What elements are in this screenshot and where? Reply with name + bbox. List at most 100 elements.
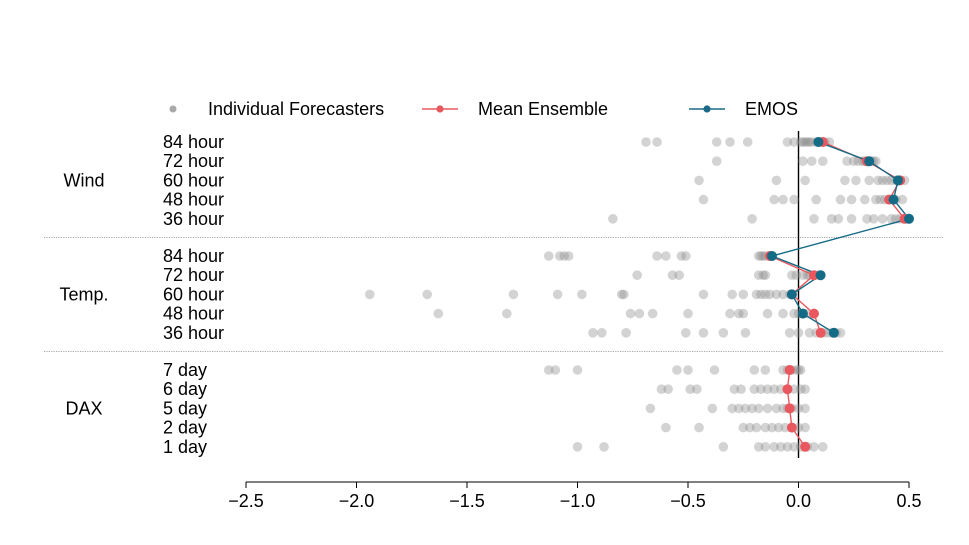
individual-forecast-point [632,270,642,281]
individual-forecast-point [711,156,722,166]
x-axis-tick-label: −2.0 [339,491,375,511]
row-label: 84 hour [163,132,224,152]
individual-forecast-point [422,289,433,300]
individual-forecast-point [661,422,671,433]
x-axis-tick-label: −1.0 [560,491,596,511]
individual-forecast-point [672,365,682,375]
individual-forecast-point [760,442,771,452]
group-dividers [44,236,943,352]
legend-symbol-individual [169,105,177,113]
individual-forecast-point [508,289,519,300]
legend-point-symbol [436,105,444,113]
legend-point-symbol [703,105,711,113]
mean-ensemble-point [808,308,819,319]
x-axis-tick-label: −2.5 [228,491,264,511]
individual-forecast-point [756,384,766,395]
individual-forecast-point [806,156,817,166]
individual-forecast-point [795,365,806,375]
individual-forecast-point [804,137,815,147]
individual-forecast-point [842,156,852,166]
individual-forecast-point [782,442,793,452]
individual-forecast-point [634,308,645,319]
emos-point [864,156,875,167]
emos-point [892,175,903,186]
individual-forecast-point [364,289,375,300]
individual-forecast-point [818,442,828,452]
individual-forecast-point [802,137,813,147]
individual-forecast-point [683,308,693,319]
mean-ensemble-point [784,365,795,375]
row-label: 5 day [163,398,207,418]
individual-forecast-point [862,214,872,224]
individual-forecast-point [552,289,563,300]
individual-forecast-point [740,328,751,338]
individual-forecast-point [652,137,662,147]
individual-forecast-point [543,365,554,375]
individual-forecast-point [694,175,704,186]
mean-ensemble-point [800,441,811,452]
individual-forecast-point [782,137,793,147]
individual-forecast-point [846,194,857,205]
individual-forecast-point [846,214,857,224]
individual-forecast-point [738,289,749,300]
x-axis-tick-label: −0.5 [670,491,706,511]
individual-forecast-point [784,328,795,338]
emos-point [815,270,826,281]
individual-forecast-point [868,214,879,224]
emos-point [813,137,824,147]
individual-forecast-point [882,175,892,186]
individual-forecast-point [745,422,755,433]
individual-forecast-point [787,270,797,281]
emos-connector-line [771,218,910,257]
emos-point [888,194,899,205]
emos-point [766,251,777,261]
individual-forecast-point [656,384,667,395]
individual-forecast-point [767,422,777,433]
individual-forecast-point [736,384,746,395]
individual-forecast-point [809,442,819,452]
individual-forecast-point [751,422,762,433]
individual-forecast-point [559,251,570,261]
individual-forecast-point [800,137,810,147]
individual-forecast-point [873,175,883,186]
individual-forecast-point [848,156,859,166]
individual-forecast-point [793,365,804,375]
individual-forecast-point [747,214,757,224]
individual-forecast-point [835,194,846,205]
individual-forecast-point [800,384,810,395]
individual-forecast-point [680,251,691,261]
individual-forecast-point [875,194,886,205]
individual-forecast-point [621,328,631,338]
individual-forecast-point [811,194,821,205]
individual-forecast-point [809,214,819,224]
individual-forecast-point [851,175,861,186]
individual-forecast-point [897,194,908,205]
individual-forecast-point [663,384,673,395]
individual-forecaster-points [364,137,914,452]
individual-forecast-point [742,137,753,147]
individual-forecast-point [840,175,850,186]
individual-forecast-point [729,384,740,395]
individual-forecast-point [798,156,808,166]
individual-forecast-point [886,214,897,224]
individual-forecast-point [751,289,762,300]
individual-forecast-point [760,270,771,281]
individual-forecast-point [773,422,784,433]
legend-label: Mean Ensemble [478,99,608,119]
legend-label: Individual Forecasters [208,99,384,119]
row-label: 6 day [163,379,207,399]
individual-forecast-point [698,289,709,300]
individual-forecast-point [555,251,565,261]
individual-forecast-point [800,422,810,433]
individual-forecast-point [683,365,693,375]
individual-forecast-point [795,384,806,395]
individual-forecast-point [740,403,751,414]
individual-forecast-point [753,403,764,414]
individual-forecast-point [647,308,658,319]
individual-forecast-point [680,328,691,338]
mean-ensemble-point [784,403,795,414]
series-points [764,137,914,452]
